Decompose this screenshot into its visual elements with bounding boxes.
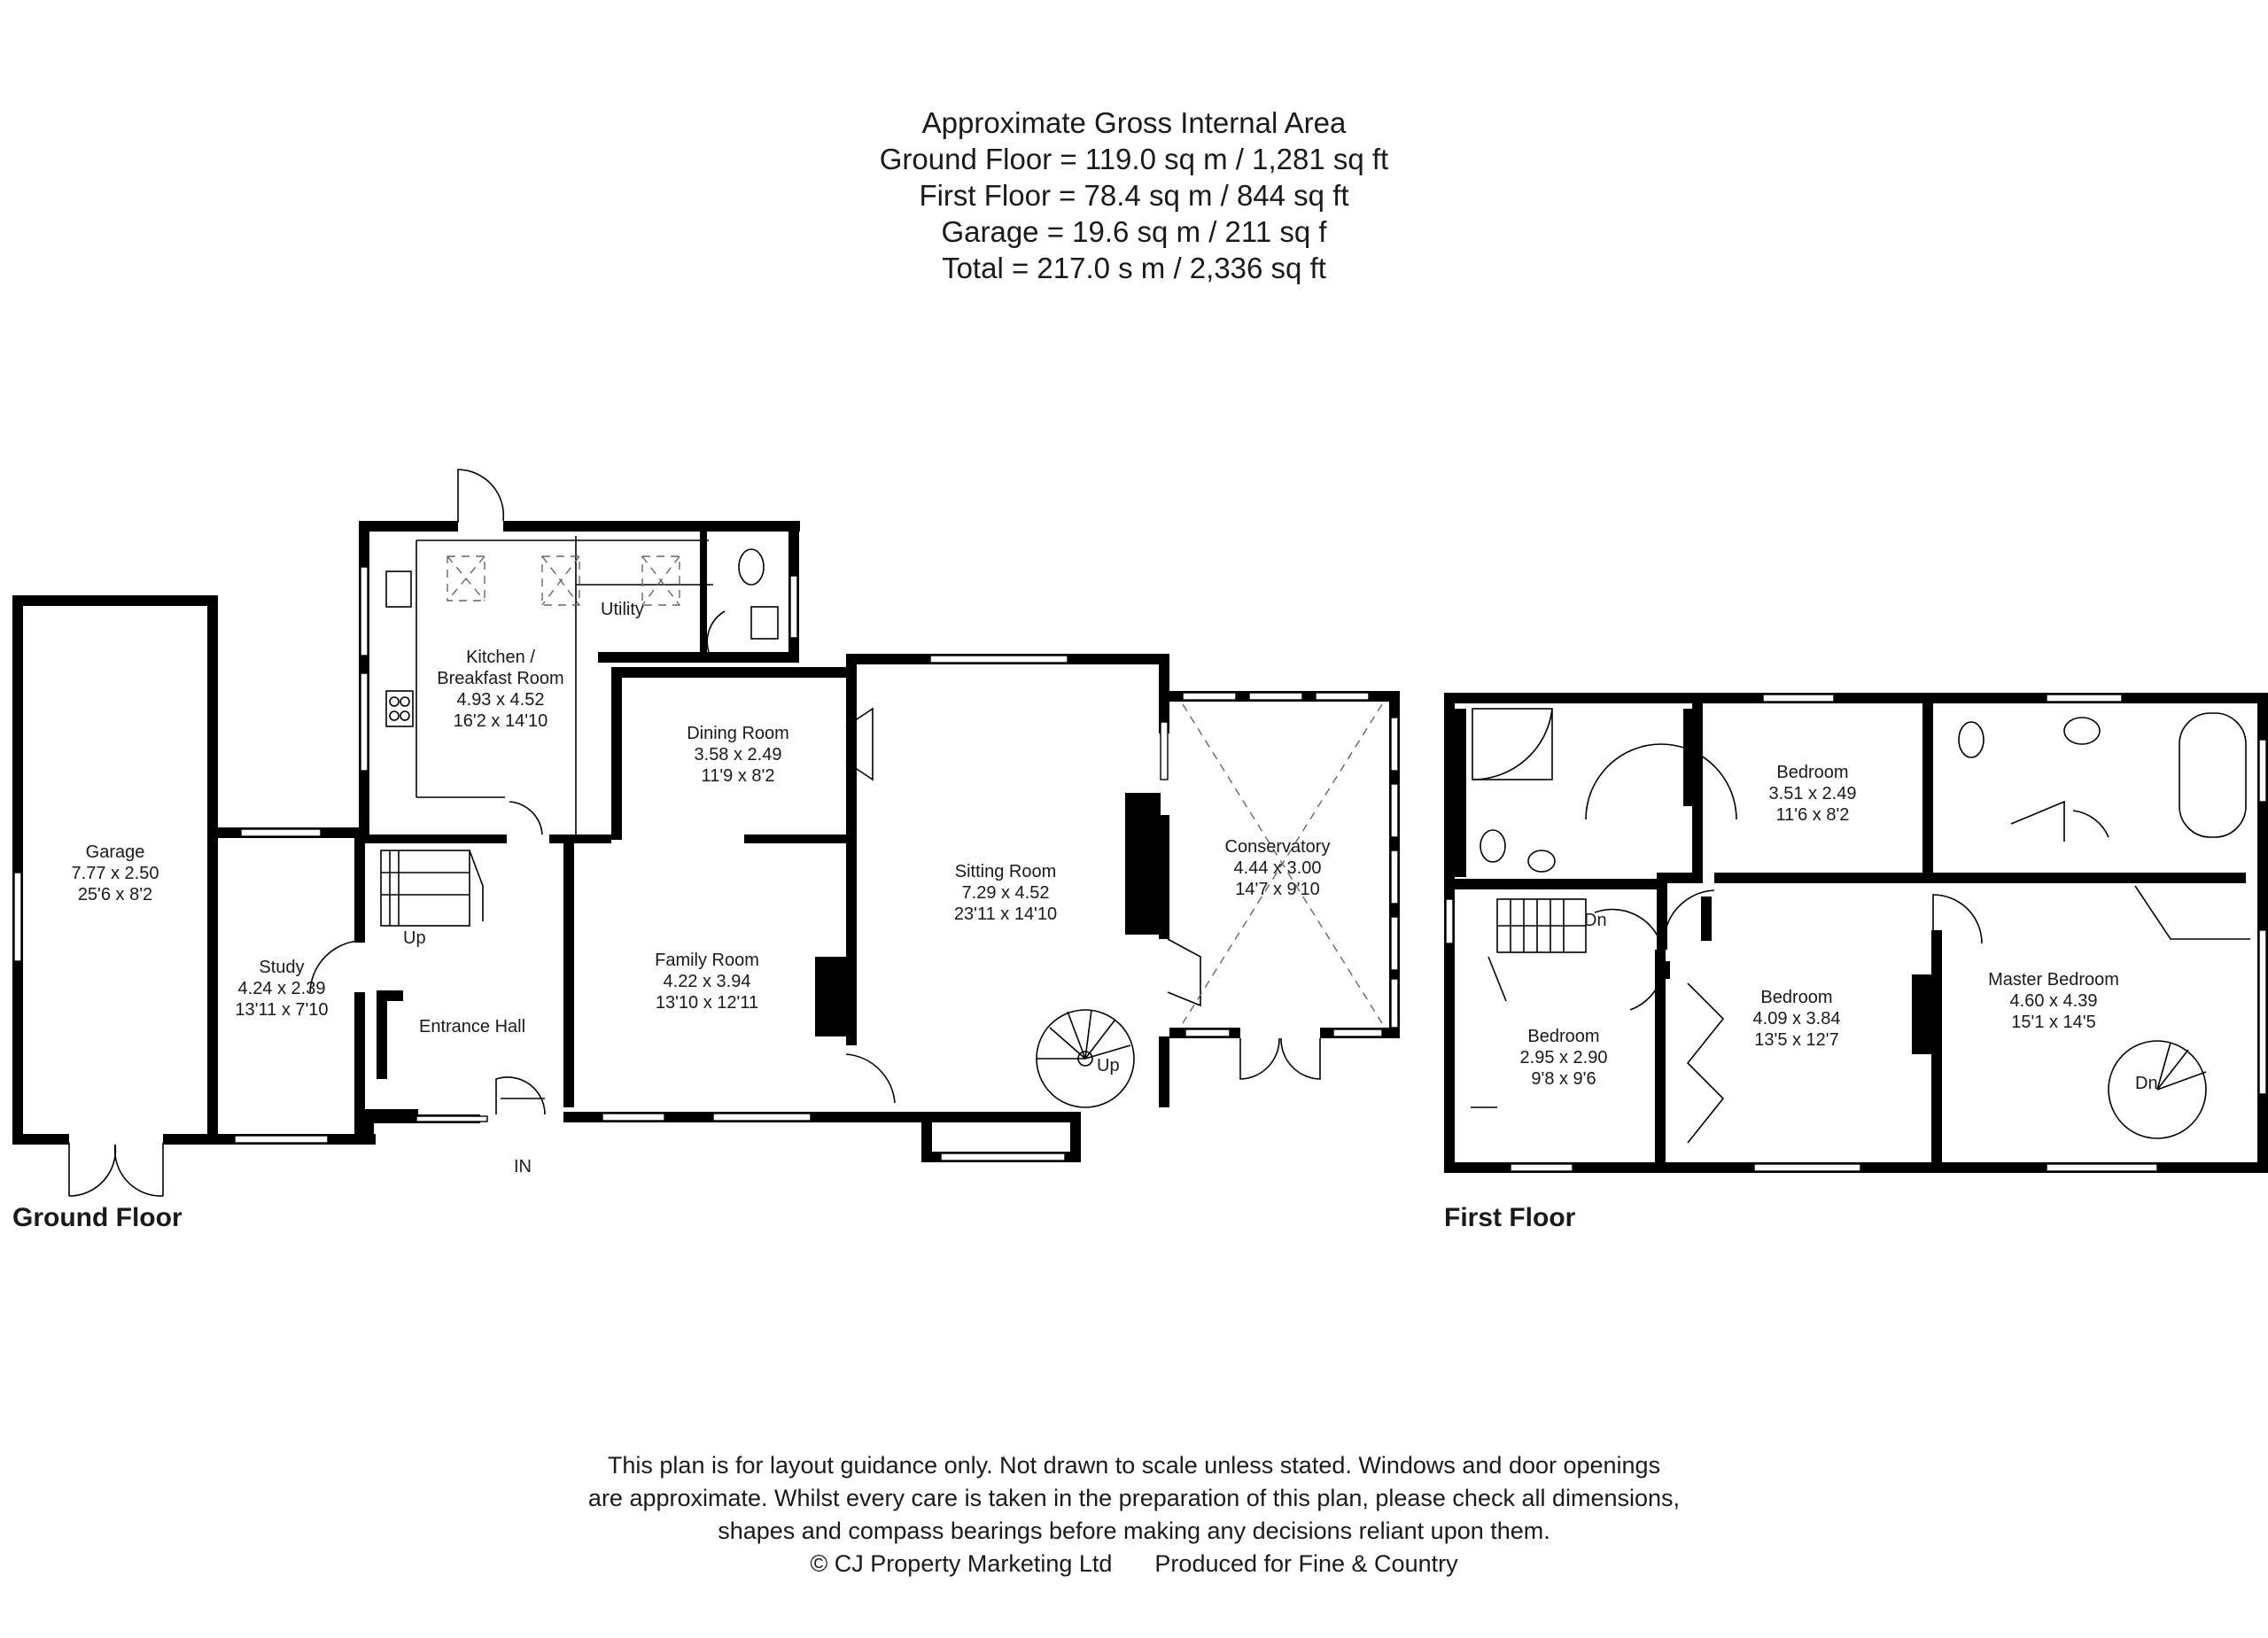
room-imperial: 13'5 x 12'7 xyxy=(1754,1030,1839,1050)
room-metric: 4.93 x 4.52 xyxy=(456,690,545,710)
garage-walls xyxy=(12,595,218,1145)
room-label-study: Study 4.24 x 2.39 13'11 x 7'10 xyxy=(235,957,328,1021)
room-name: Study xyxy=(259,958,305,977)
room-name: Bedroom xyxy=(1527,1027,1600,1046)
room-name: Sitting Room xyxy=(954,862,1057,881)
room-metric: 4.60 x 4.39 xyxy=(2009,991,2098,1011)
room-metric: 3.58 x 2.49 xyxy=(694,745,782,765)
first-floor-outline xyxy=(1444,693,2268,1173)
disclaimer-line-3: shapes and compass bearings before makin… xyxy=(718,1518,1550,1544)
room-name: Conservatory xyxy=(1224,837,1331,857)
first-floor-partitions xyxy=(1453,700,2250,1162)
room-imperial: 23'11 x 14'10 xyxy=(953,904,1058,924)
room-metric: 7.77 x 2.50 xyxy=(71,864,159,883)
study-walls xyxy=(207,827,376,1145)
room-imperial: 15'1 x 14'5 xyxy=(2011,1013,2096,1032)
ground-floor-label: Ground Floor xyxy=(12,1203,183,1232)
room-label-kitchen: Kitchen / Breakfast Room 4.93 x 4.52 16'… xyxy=(437,647,563,732)
room-metric: 4.24 x 2.39 xyxy=(237,979,326,998)
room-metric: 4.44 x 3.00 xyxy=(1233,858,1322,878)
credits-line: © CJ Property Marketing Ltd Produced for … xyxy=(0,1548,2268,1580)
copyright-text: © CJ Property Marketing Ltd xyxy=(810,1550,1113,1577)
room-name: Master Bedroom xyxy=(1988,970,2119,990)
room-label-bedroom-top: Bedroom 3.51 x 2.49 11'6 x 8'2 xyxy=(1769,762,1857,826)
room-name: Garage xyxy=(85,842,145,862)
room-name-2: Breakfast Room xyxy=(437,669,564,688)
room-name: Bedroom xyxy=(1776,763,1849,782)
room-name: Bedroom xyxy=(1760,988,1833,1007)
room-imperial: 14'7 x 9'10 xyxy=(1235,880,1320,899)
room-metric: 4.09 x 3.84 xyxy=(1752,1009,1841,1029)
room-label-garage: Garage 7.77 x 2.50 25'6 x 8'2 xyxy=(72,842,159,905)
room-imperial: 11'9 x 8'2 xyxy=(701,766,775,786)
produced-for-text: Produced for Fine & Country xyxy=(1154,1550,1458,1577)
first-floor-area: First Floor = 78.4 sq m / 844 sq ft xyxy=(919,179,1349,212)
room-name: Dining Room xyxy=(687,724,789,743)
entrance-in-marker: IN xyxy=(514,1157,532,1176)
room-label-sitting: Sitting Room 7.29 x 4.52 23'11 x 14'10 xyxy=(954,861,1057,925)
spiral-stairs-up-marker: Up xyxy=(1097,1056,1120,1075)
room-label-bedroom-small: Bedroom 2.95 x 2.90 9'8 x 9'6 xyxy=(1520,1026,1608,1090)
stairs-down-marker: Dn xyxy=(1584,911,1607,930)
room-name: Kitchen / xyxy=(466,648,535,667)
garage-door xyxy=(68,1143,164,1197)
conservatory-walls xyxy=(1160,691,1400,1080)
sitting-walls xyxy=(846,654,1201,1162)
disclaimer-line-1: This plan is for layout guidance only. N… xyxy=(607,1452,1661,1479)
room-imperial: 13'11 x 7'10 xyxy=(235,1000,329,1020)
garage-area: Garage = 19.6 sq m / 211 sq f xyxy=(941,215,1327,248)
stairs-up-marker: Up xyxy=(403,928,426,948)
kitchen-walls xyxy=(359,469,800,840)
room-metric: 3.51 x 2.49 xyxy=(1768,784,1857,803)
room-imperial: 13'10 x 12'11 xyxy=(655,993,759,1013)
dining-family-walls xyxy=(563,667,896,1122)
disclaimer: This plan is for layout guidance only. N… xyxy=(0,1449,2268,1580)
room-name: Family Room xyxy=(655,951,759,970)
room-metric: 2.95 x 2.90 xyxy=(1519,1048,1608,1067)
hall-walls xyxy=(365,801,611,1145)
room-label-family: Family Room 4.22 x 3.94 13'10 x 12'11 xyxy=(655,950,759,1013)
disclaimer-line-2: are approximate. Whilst every care is ta… xyxy=(587,1485,1681,1511)
room-label-bedroom-mid: Bedroom 4.09 x 3.84 13'5 x 12'7 xyxy=(1753,987,1841,1051)
room-label-conservatory: Conservatory 4.44 x 3.00 14'7 x 9'10 xyxy=(1225,836,1331,900)
room-imperial: 16'2 x 14'10 xyxy=(453,711,548,731)
gross-internal-area-summary: Approximate Gross Internal Area Ground F… xyxy=(0,105,2268,286)
room-label-master-bedroom: Master Bedroom 4.60 x 4.39 15'1 x 14'5 xyxy=(1988,969,2119,1033)
room-imperial: 11'6 x 8'2 xyxy=(1775,805,1850,825)
room-imperial: 9'8 x 9'6 xyxy=(1531,1069,1596,1089)
ground-floor-area: Ground Floor = 119.0 sq m / 1,281 sq ft xyxy=(879,143,1389,175)
room-label-entrance-hall: Entrance Hall xyxy=(419,1017,526,1036)
room-label-utility: Utility xyxy=(601,600,644,619)
first-floor-label: First Floor xyxy=(1444,1203,1576,1232)
room-imperial: 25'6 x 8'2 xyxy=(77,885,153,904)
room-metric: 4.22 x 3.94 xyxy=(663,972,751,991)
area-heading: Approximate Gross Internal Area xyxy=(921,106,1347,139)
room-label-dining: Dining Room 3.58 x 2.49 11'9 x 8'2 xyxy=(687,723,789,787)
total-area: Total = 217.0 s m / 2,336 sq ft xyxy=(942,252,1326,284)
room-metric: 7.29 x 4.52 xyxy=(961,883,1050,903)
spiral-stairs-down-marker: Dn xyxy=(2135,1074,2158,1093)
